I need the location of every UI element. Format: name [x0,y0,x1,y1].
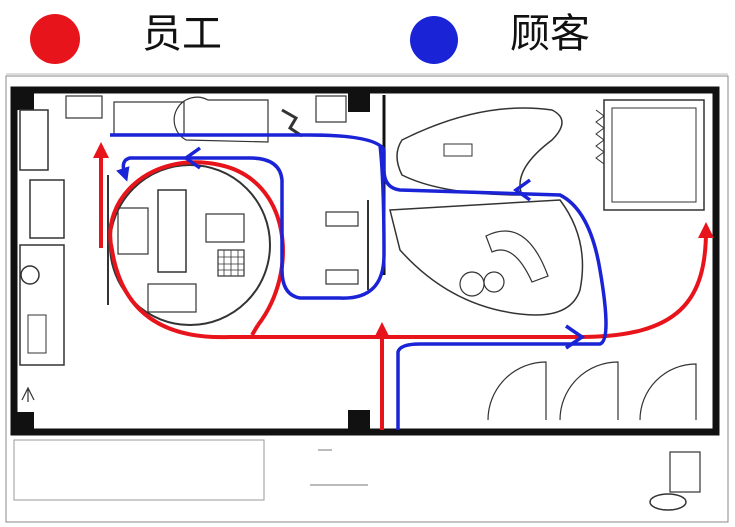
bottom-right-person [649,493,687,511]
bottom-right-stand [669,451,701,493]
door-swing-3 [639,363,697,421]
lounge-bench [443,143,473,157]
fitting-room-icon [603,99,705,211]
outer-frame [5,75,729,523]
round-shelf-a [117,207,149,255]
top-arch [173,96,269,143]
customer-arrow-right [565,324,586,350]
fitting-room-inner [611,107,697,203]
display-round-1 [459,271,485,297]
top-shelf-1 [65,95,103,119]
plant-icon [21,386,35,402]
left-desk-inner [27,314,47,354]
lower-block [13,439,265,501]
customer-arrow-top [512,178,532,202]
left-counter [19,109,49,171]
mid-shelf-2 [325,269,359,285]
customer-path [110,133,608,430]
customer-path-inner [116,144,386,300]
legend: 员工 顾客 [0,0,735,72]
display-round-2 [483,271,505,293]
customer-legend-label: 顾客 [510,11,590,57]
pillar-bottom-mid [348,410,370,432]
customer-arrow-loop [182,146,202,170]
staff-legend-dot [30,14,80,64]
staff-path-loop [108,160,714,340]
mannequin-icon [281,108,303,138]
left-cabinet [29,179,65,239]
fitting-room-curtain [595,109,605,165]
round-center-table [157,189,187,273]
pillar-top-mid [348,90,370,112]
top-shelf-3 [315,95,347,123]
round-shelf-c [147,283,197,313]
left-desk [19,244,65,366]
round-grid-lines [218,250,244,276]
round-shelf-b [205,213,245,243]
top-shelf-2 [113,101,185,135]
display-table [389,199,584,316]
pillar-bottom-left [14,412,34,432]
staff-path-loop-head [250,323,260,337]
staff-legend-label: 员工 [142,11,222,57]
chair-icon [20,265,40,285]
door-swing-icon [487,361,547,421]
display-arc [485,230,549,283]
door-swing-2 [559,361,619,421]
pillar-top-left [14,90,34,110]
shop-wall [10,86,720,436]
lounge-counter [396,107,563,196]
customer-legend-dot [410,16,458,64]
mid-shelf-1 [325,211,359,227]
